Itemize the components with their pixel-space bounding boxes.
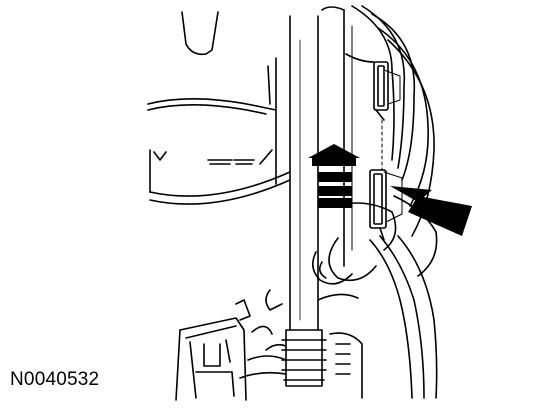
lower-bracket <box>175 299 273 401</box>
upper-bracket <box>181 11 219 56</box>
pointer-arrow-icon <box>390 186 472 236</box>
wiring-harness <box>312 5 438 399</box>
figure-id-label: N0040532 <box>10 369 100 390</box>
connector-upper <box>373 61 401 121</box>
connector-lower <box>369 169 403 241</box>
steering-column-shroud <box>147 57 291 205</box>
lower-coupling <box>239 289 363 399</box>
up-arrow-icon <box>308 144 360 208</box>
